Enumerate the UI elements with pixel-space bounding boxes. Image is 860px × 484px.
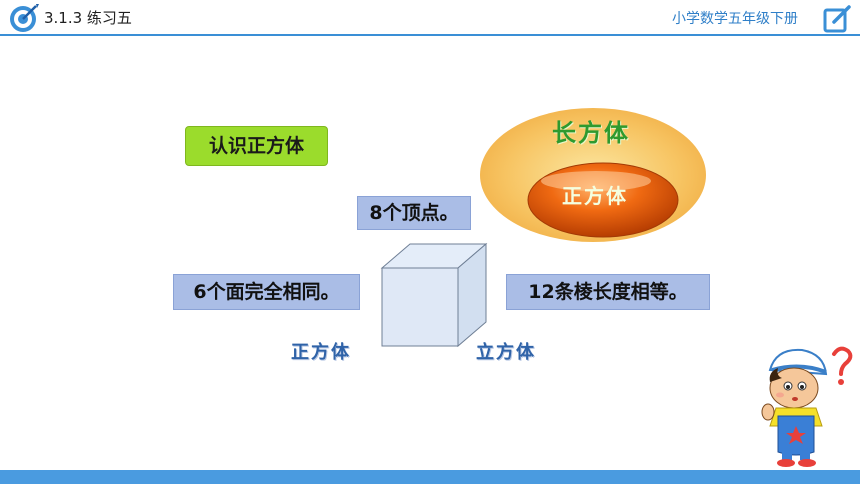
edges-label: 12条棱长度相等。 — [506, 274, 710, 310]
footer-bar — [0, 470, 860, 484]
faces-label: 6个面完全相同。 — [173, 274, 360, 310]
edit-note-icon[interactable] — [822, 4, 852, 34]
topic-label: 认识正方体 — [185, 126, 328, 166]
boy-mascot-illustration — [761, 346, 853, 467]
cube-front-face — [381, 267, 459, 347]
cube-diagram — [380, 242, 488, 348]
header: 3.1.3 练习五 小学数学五年级下册 — [0, 0, 860, 40]
book-title: 小学数学五年级下册 — [672, 11, 798, 27]
cube-caption-right: 立方体 — [476, 342, 536, 363]
target-logo-icon — [10, 4, 39, 32]
cube-caption-left: 正方体 — [291, 342, 351, 363]
header-divider — [0, 34, 860, 36]
question-mark-icon — [832, 346, 853, 376]
lesson-title: 3.1.3 练习五 — [44, 9, 132, 27]
venn-inner-label: 正方体 — [562, 184, 628, 208]
venn-diagram — [480, 108, 706, 242]
vertices-label: 8个顶点。 — [357, 196, 471, 230]
venn-outer-label: 长方体 — [552, 119, 630, 147]
venn-inner-highlight — [541, 171, 651, 191]
